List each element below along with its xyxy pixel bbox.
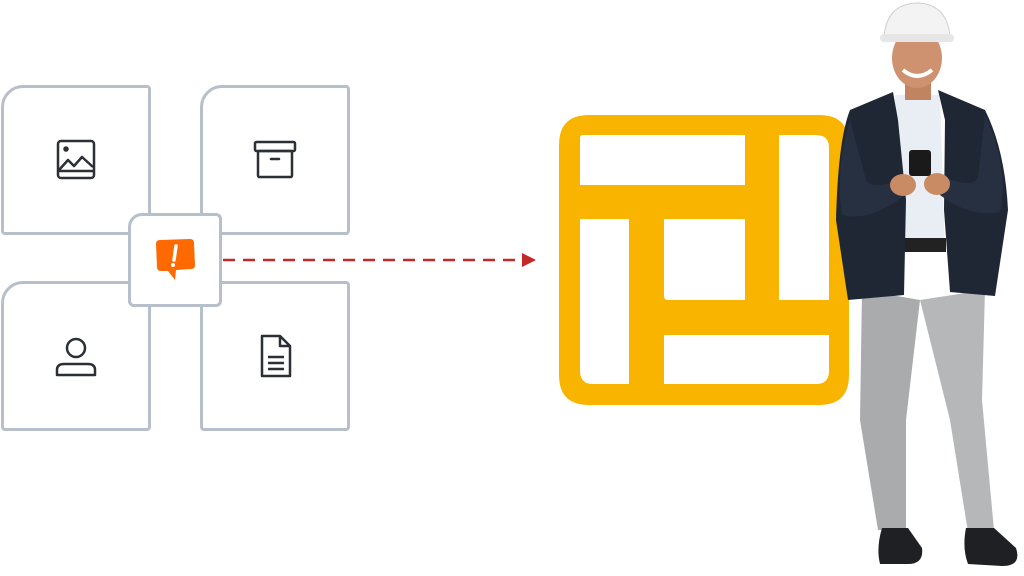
hard-hat-icon xyxy=(883,2,951,39)
document-icon xyxy=(260,334,292,378)
left-hand xyxy=(890,174,916,196)
user-icon xyxy=(55,337,97,377)
belt xyxy=(900,238,946,252)
user-tile xyxy=(1,281,151,431)
right-shoe xyxy=(964,528,1018,566)
image-tile xyxy=(1,85,151,235)
hard-hat-brim xyxy=(880,34,954,42)
smile xyxy=(901,68,934,78)
arrowhead-icon xyxy=(522,253,536,267)
alert-speech-bubble-icon xyxy=(156,239,195,280)
archive-box-icon xyxy=(253,140,297,179)
phone-icon xyxy=(909,150,931,176)
document-tile xyxy=(200,281,350,431)
left-arm xyxy=(839,120,905,217)
alert-tile xyxy=(128,213,222,307)
left-shoe xyxy=(878,528,923,564)
image-icon xyxy=(56,139,96,180)
left-leg xyxy=(860,290,920,530)
right-leg xyxy=(920,290,994,532)
archive-tile xyxy=(200,85,350,235)
right-arm xyxy=(940,115,1003,214)
right-hand xyxy=(924,173,950,195)
